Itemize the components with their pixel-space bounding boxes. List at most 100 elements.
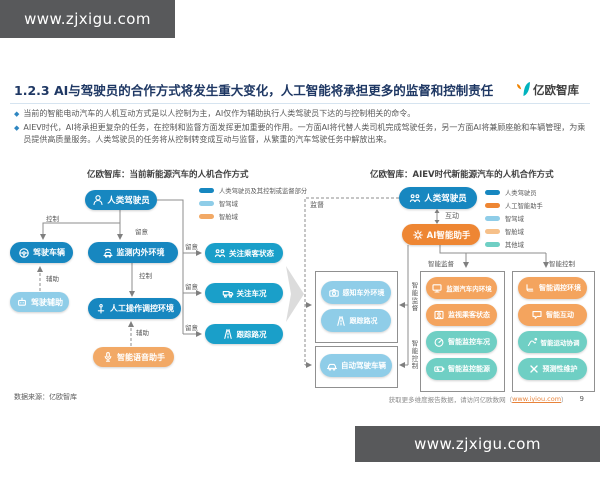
car-icon bbox=[326, 360, 338, 372]
adjust-env-node: 智能调控环境 bbox=[518, 277, 587, 299]
page-number: 9 bbox=[579, 395, 584, 403]
legend-label: 智驾域 bbox=[505, 216, 524, 223]
legend-item: 人类驾驶员及其控制或监督部分 bbox=[199, 186, 307, 195]
road-icon bbox=[335, 315, 347, 327]
left-legend: 人类驾驶员及其控制或监督部分智驾域智舱域 bbox=[199, 186, 307, 221]
edge-label-smart-control: 智能控制 bbox=[549, 260, 575, 268]
edge-label-assist: 辅助 bbox=[46, 275, 59, 283]
legend-item: 人类驾驶员 bbox=[485, 188, 543, 197]
bullet-text: AIEV时代，AI将承担更复杂的任务，在控制和监督方面发挥更加重要的作用。一方面… bbox=[23, 123, 586, 144]
legend-item: 其他域 bbox=[485, 240, 543, 249]
edge-label-notice: 留意 bbox=[185, 243, 198, 251]
legend-swatch bbox=[485, 241, 500, 248]
edge-label-control: 控制 bbox=[46, 215, 59, 223]
monitor-inside-node: 监测汽车内环境 bbox=[426, 277, 497, 299]
motion-icon bbox=[526, 336, 538, 348]
node-label: 智能语音助手 bbox=[117, 352, 165, 362]
watermark-banner-top: www.zjxigu.com bbox=[0, 0, 175, 38]
chat-icon bbox=[531, 309, 543, 321]
node-label: 监测内外环境 bbox=[116, 248, 165, 257]
iyiou-link[interactable]: www.iyiou.com bbox=[512, 395, 562, 403]
footer-note: 获取更多维度报告数据，请访问亿欧数网（www.iyiou.com） 9 bbox=[320, 394, 584, 404]
track-road-2-node: 跟踪路况 bbox=[321, 309, 391, 332]
node-label: 智能互动 bbox=[546, 311, 574, 319]
legend-swatch bbox=[199, 200, 214, 207]
bullet-item: ◆ 当前的智能电动汽车的人机互动方式是以人控制为主，AI仅作为辅助执行人类驾驶员… bbox=[14, 108, 590, 120]
legend-label: 人类驾驶员 bbox=[505, 190, 537, 197]
node-label: 驾驶辅助 bbox=[31, 297, 63, 307]
passenger-icon bbox=[433, 309, 445, 321]
auto-drive-node: 自动驾驶车辆 bbox=[320, 354, 392, 377]
person-icon bbox=[92, 194, 104, 206]
footer-note-text: 获取更多维度报告数据，请访问亿欧数网（ bbox=[388, 396, 513, 404]
watch-vehicle-node: 关注车况 bbox=[205, 283, 283, 303]
node-label: 人工操作调控环境 bbox=[110, 304, 174, 313]
legend-swatch bbox=[199, 213, 214, 220]
watermark-banner-bottom: www.zjxigu.com bbox=[355, 426, 600, 462]
header-divider bbox=[10, 103, 590, 104]
truck-icon bbox=[222, 287, 234, 299]
legend-label: 其他域 bbox=[505, 242, 524, 249]
wrench-icon bbox=[528, 363, 540, 375]
edge-label-smart-supervise: 智能监督 bbox=[428, 260, 454, 268]
mic-icon bbox=[102, 351, 114, 363]
summary-bullets: ◆ 当前的智能电动汽车的人机互动方式是以人控制为主，AI仅作为辅助执行人类驾驶员… bbox=[14, 108, 590, 148]
node-label: 智能监控车况 bbox=[448, 338, 490, 346]
battery-icon bbox=[433, 363, 445, 375]
data-source: 数据来源：亿欧智库 bbox=[14, 393, 77, 401]
edge-label-smart-control: 智能控制 bbox=[410, 340, 418, 370]
legend-item: 智舱域 bbox=[485, 227, 543, 236]
node-label: 关注乘客状态 bbox=[229, 248, 274, 258]
node-label: 预测性维护 bbox=[542, 365, 578, 373]
road-icon bbox=[222, 328, 234, 340]
monitor-vehicle-node: 智能监控车况 bbox=[426, 331, 497, 353]
human-driver-node: 人类驾驶员 bbox=[85, 190, 157, 210]
seat-icon bbox=[524, 282, 536, 294]
bullet-marker-icon: ◆ bbox=[14, 110, 20, 118]
hand-icon bbox=[95, 303, 107, 315]
group-icon bbox=[214, 247, 226, 259]
node-label: 感知车外环境 bbox=[342, 288, 385, 297]
dashboard-icon bbox=[431, 282, 443, 294]
legend-item: 智驾域 bbox=[485, 214, 543, 223]
node-label: 跟踪路况 bbox=[236, 329, 267, 339]
node-label: 监测汽车内环境 bbox=[446, 285, 492, 293]
node-label: 驾驶车辆 bbox=[33, 248, 65, 257]
transition-arrow-icon bbox=[286, 266, 304, 322]
edge-label-interact: 互动 bbox=[445, 212, 459, 220]
node-label: 自动驾驶车辆 bbox=[341, 361, 386, 370]
legend-label: 人工智能助手 bbox=[505, 203, 543, 210]
manual-adjust-env-node: 人工操作调控环境 bbox=[88, 298, 181, 319]
motion-coord-node: 智能运动协调 bbox=[518, 331, 587, 353]
node-label: AI智能助手 bbox=[426, 230, 471, 241]
sense-outside-node: 感知车外环境 bbox=[321, 281, 391, 304]
monitor-energy-node: 智能监控能源 bbox=[426, 358, 497, 380]
legend-swatch bbox=[199, 187, 214, 194]
page-title: 1.2.3 AI与驾驶员的合作方式将发生重大变化，人工智能将承担更多的监督和控制… bbox=[14, 83, 494, 98]
driving-assist-node: 驾驶辅助 bbox=[10, 292, 69, 312]
camera-icon bbox=[328, 287, 340, 299]
legend-swatch bbox=[485, 202, 500, 209]
ai-assistant-node: AI智能助手 bbox=[402, 224, 480, 245]
node-label: 跟踪路况 bbox=[349, 316, 378, 325]
legend-label: 智驾域 bbox=[219, 201, 238, 208]
edge-label-notice: 留意 bbox=[185, 283, 198, 291]
bullet-item: ◆ AIEV时代，AI将承担更复杂的任务，在控制和监督方面发挥更加重要的作用。一… bbox=[14, 122, 590, 146]
left-diagram-title: 亿欧智库：当前新能源汽车的人机合作方式 bbox=[87, 170, 249, 180]
yiou-logo: 亿欧智库 bbox=[516, 81, 579, 98]
gear-icon bbox=[412, 229, 424, 241]
monitor-inout-env-node: 监测内外环境 bbox=[88, 242, 178, 263]
legend-label: 智舱域 bbox=[219, 214, 238, 221]
steering-icon bbox=[18, 247, 30, 259]
bullet-text: 当前的智能电动汽车的人机互动方式是以人控制为主，AI仅作为辅助执行人类驾驶员下达… bbox=[23, 109, 416, 118]
node-label: 关注车况 bbox=[236, 288, 267, 298]
car-signal-icon bbox=[102, 247, 114, 259]
legend-label: 智舱域 bbox=[505, 229, 524, 236]
watch-passenger-node: 关注乘客状态 bbox=[205, 243, 283, 263]
smart-interact-node: 智能互动 bbox=[518, 304, 587, 326]
node-label: 智能运动协调 bbox=[540, 339, 580, 347]
drive-vehicle-node: 驾驶车辆 bbox=[10, 242, 73, 263]
legend-item: 智舱域 bbox=[199, 212, 307, 221]
bullet-marker-icon: ◆ bbox=[14, 124, 20, 132]
